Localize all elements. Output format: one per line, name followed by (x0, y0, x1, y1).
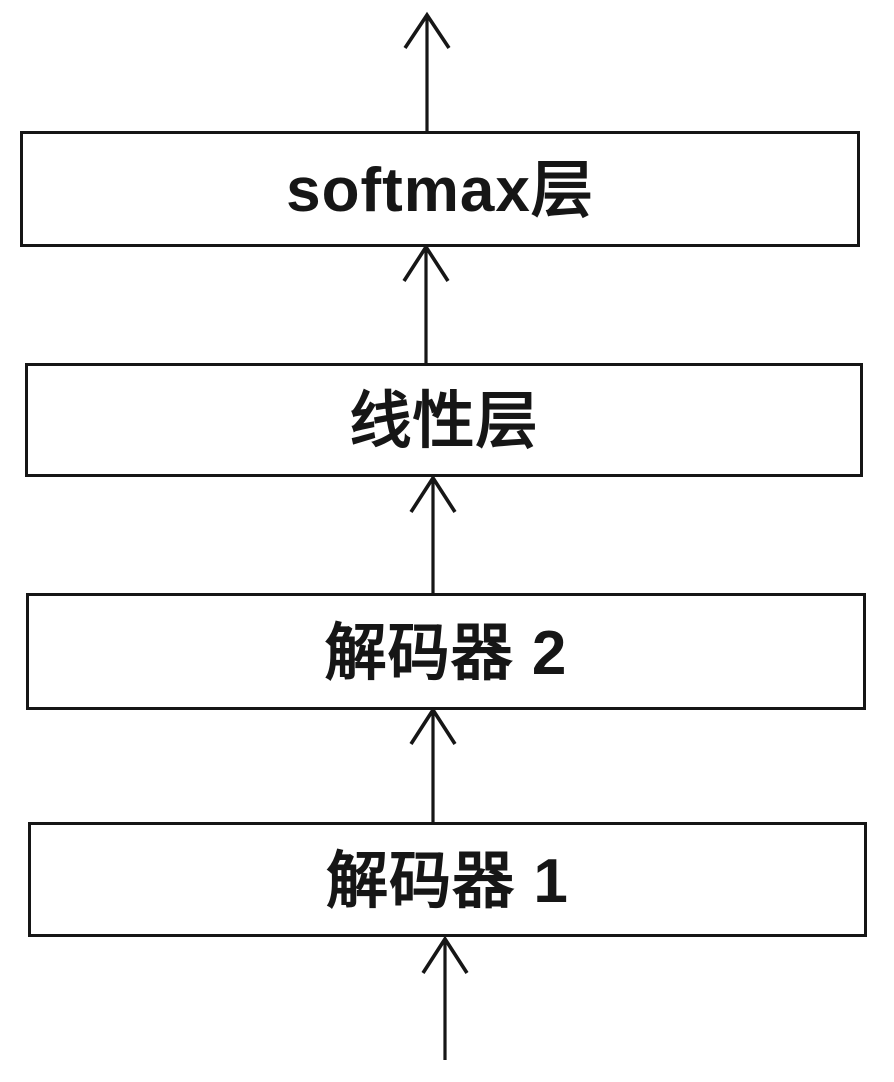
up-arrow-icon (421, 935, 469, 1060)
node-linear-layer: 线性层 (25, 363, 863, 477)
up-arrow-icon (409, 706, 457, 822)
node-decoder-2: 解码器 2 (26, 593, 866, 710)
node-softmax-layer-label: softmax层 (286, 156, 594, 225)
up-arrow-icon (409, 474, 457, 593)
node-linear-layer-label: 线性层 (349, 387, 539, 456)
up-arrow-icon (402, 243, 450, 363)
node-decoder-2-label: 解码器 2 (324, 618, 568, 688)
node-decoder-1: 解码器 1 (28, 822, 867, 937)
up-arrow-icon (403, 11, 451, 131)
node-softmax-layer: softmax层 (20, 131, 860, 247)
node-decoder-1-label: 解码器 1 (326, 846, 569, 916)
